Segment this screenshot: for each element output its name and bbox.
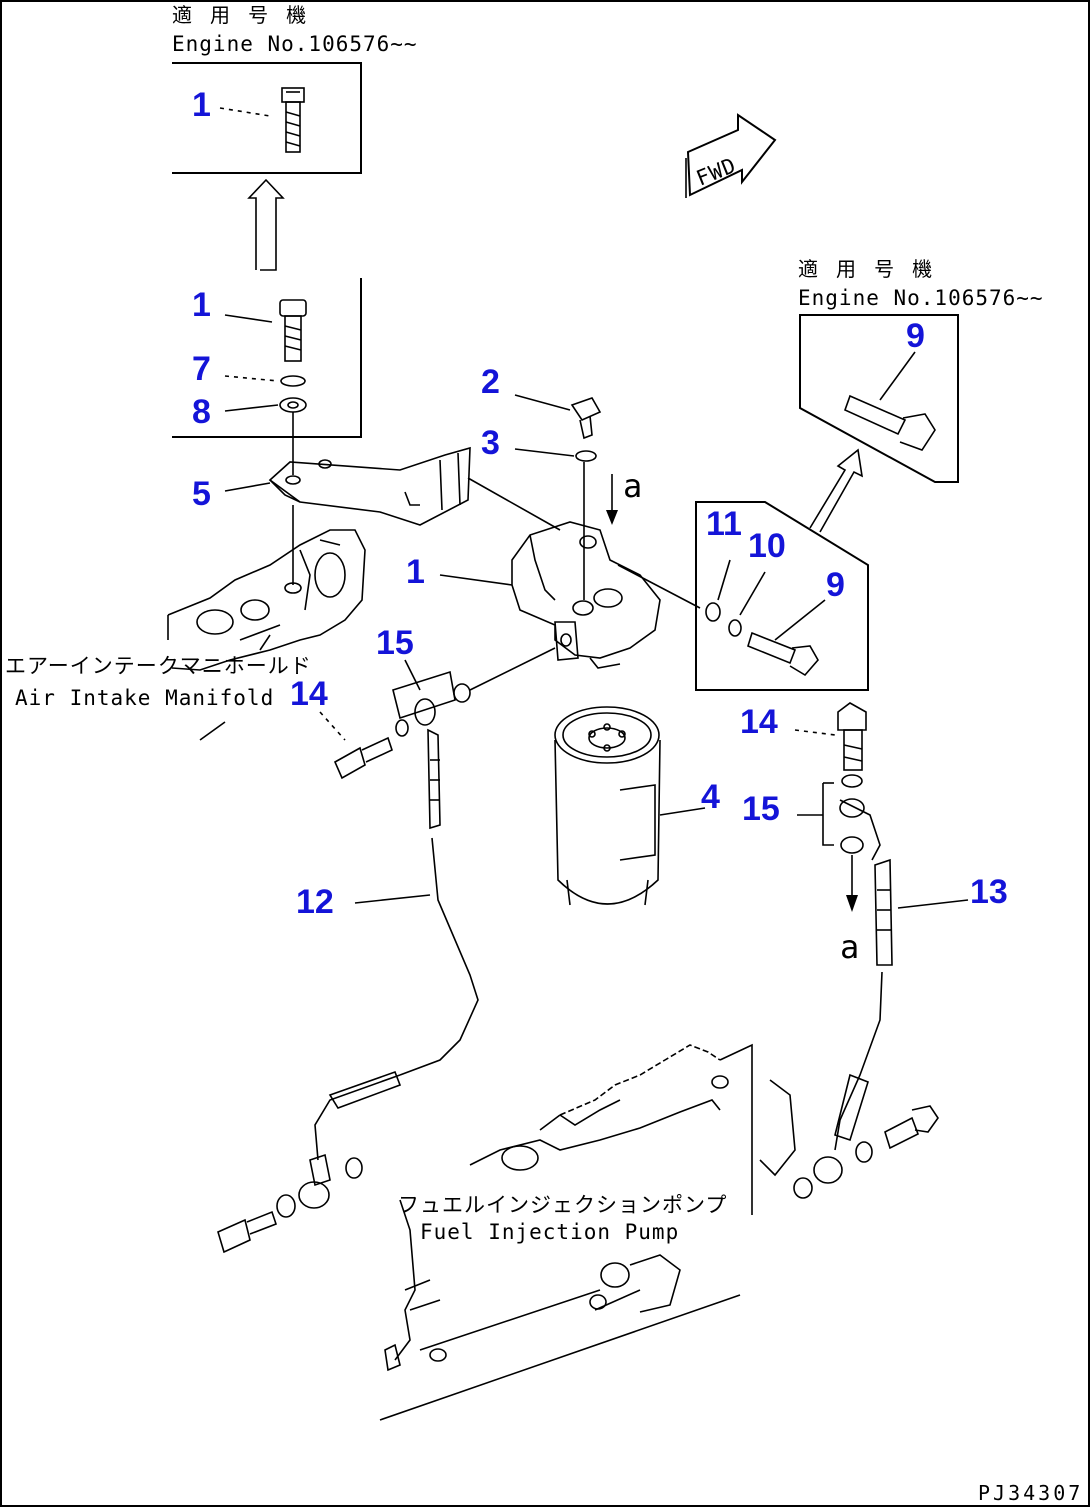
inset-box-left [172, 278, 362, 438]
banjo-fitting-lower-right [793, 1105, 939, 1199]
leader-15a [404, 659, 421, 691]
inset-box-top [172, 62, 362, 174]
washer-3 [575, 450, 597, 462]
callout-6: 1 [192, 286, 211, 324]
leader-3 [514, 448, 575, 457]
bracket-link-line [467, 477, 561, 531]
callout-11: 11 [706, 505, 742, 543]
banjo-fitting-15-left [392, 670, 471, 737]
inset-arrow-right [809, 448, 864, 533]
bolt-9 [747, 631, 819, 677]
air-intake-manifold [167, 529, 366, 671]
filter-head-1 [511, 521, 661, 669]
air-intake-en-label: Air Intake Manifold [15, 686, 274, 710]
callout-9: 9 [826, 566, 845, 604]
inset-box-right [695, 501, 869, 691]
callout-15-left: 15 [376, 624, 414, 662]
bolt-14-right [837, 702, 867, 771]
callout-15-right: 15 [742, 790, 780, 828]
leader-6b [224, 314, 273, 323]
callout-14-right: 14 [740, 703, 778, 741]
fuel-injection-pump [379, 1043, 796, 1421]
leader-12 [354, 894, 431, 904]
leader-8 [224, 404, 279, 412]
bolt-6 [279, 299, 307, 362]
callout-10: 10 [748, 527, 786, 565]
bracket-15-right [822, 783, 834, 846]
leader-1 [439, 574, 513, 586]
washer-10 [728, 619, 742, 637]
applicable-jp-label-1: 適 用 号 機 [172, 3, 309, 27]
leader-5 [224, 482, 271, 492]
callout-1: 1 [406, 553, 425, 591]
callout-12: 12 [296, 883, 334, 921]
callout-5: 5 [192, 475, 211, 513]
washer-11 [705, 602, 721, 622]
callout-3: 3 [481, 424, 500, 462]
filter-cartridge-4 [554, 706, 661, 906]
leader-9b [774, 599, 826, 641]
air-intake-jp-label: エアーインテークマニホールド [5, 654, 312, 678]
pipe-13 [834, 858, 893, 1151]
callout-13: 13 [970, 873, 1008, 911]
washer-7 [280, 375, 306, 387]
leader-2 [514, 394, 571, 411]
callout-6-inset: 1 [192, 86, 211, 124]
arrow-a-top-label: a [623, 467, 642, 505]
inset-box-top-right [799, 314, 959, 483]
engine-no-label-1: Engine No.106576~~ [172, 32, 418, 56]
callout-2: 2 [481, 363, 500, 401]
arrow-a-bottom-label: a [840, 928, 859, 966]
fuel-pump-jp-label: フュエルインジェクションポンプ [398, 1193, 727, 1217]
leader-4 [659, 807, 706, 816]
leader-11 [717, 559, 731, 601]
inset-arrow [247, 178, 285, 271]
applicable-jp-label-2: 適 用 号 機 [798, 257, 935, 281]
fwd-arrow: FWD [685, 113, 777, 198]
callout-7: 7 [192, 350, 211, 388]
callout-14-left: 14 [290, 675, 328, 713]
bolt-14-left [333, 736, 393, 780]
leader-7 [224, 375, 279, 382]
bolt-6-inset [281, 87, 305, 153]
callout-4: 4 [701, 778, 720, 816]
drawing-code: PJ34307 [978, 1481, 1083, 1505]
banjo-fitting-15-right [839, 774, 881, 861]
callout-9-inset: 9 [906, 317, 925, 355]
engine-no-label-2: Engine No.106576~~ [798, 286, 1044, 310]
leader-10 [739, 571, 766, 616]
leader-13 [897, 899, 969, 909]
plug-2 [570, 397, 602, 440]
bolt-9-inset [843, 394, 936, 451]
leader-6a [219, 107, 271, 117]
washer-8 [279, 397, 307, 413]
callout-8: 8 [192, 393, 211, 431]
fuel-pump-en-label: Fuel Injection Pump [420, 1220, 679, 1244]
banjo-fitting-lower-left [217, 1157, 363, 1254]
pipe-12 [309, 728, 479, 1187]
bracket-5 [268, 446, 471, 526]
leader-9a [879, 351, 916, 401]
